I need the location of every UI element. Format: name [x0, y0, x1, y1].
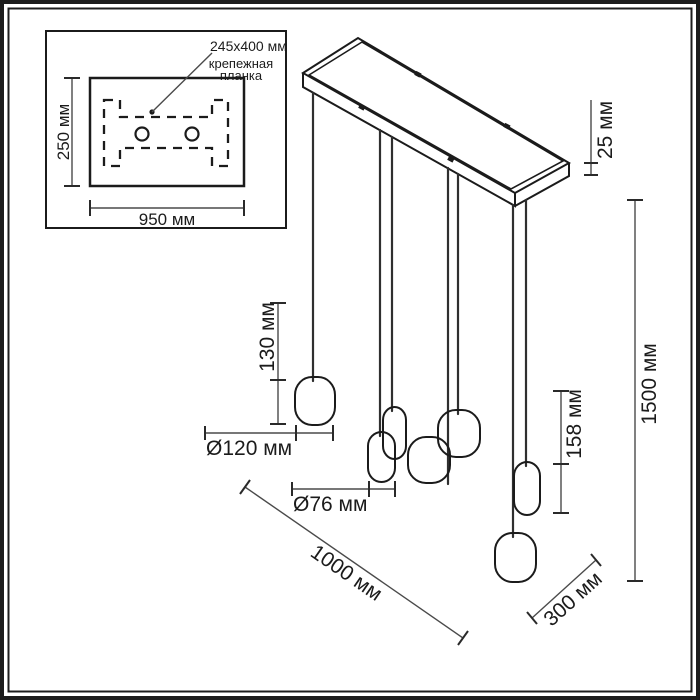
pendant-fixture-drawing [294, 36, 572, 583]
cord-gland-mark [503, 122, 511, 130]
dimension-1000-tick-end [457, 630, 469, 646]
dimension-annotations: 25 мм 130 мм Ø120 мм Ø76 мм [204, 100, 661, 646]
inset-border [45, 30, 287, 229]
dimension-300-tick-start [526, 611, 538, 625]
lamp-oval-5 [407, 436, 451, 484]
leader-line [151, 52, 213, 113]
dimension-1500: 1500 мм [627, 199, 661, 582]
dimension-300: 300 мм [526, 553, 607, 631]
dimension-1000-tick-start [239, 479, 251, 495]
pendant-cords [311, 91, 528, 539]
overall-height-label: 1500 мм [638, 343, 661, 424]
canopy-top-face-rim [307, 41, 565, 190]
mounting-plate-outline [102, 98, 230, 168]
cord-gland-mark [447, 155, 455, 163]
dimension-25: 25 мм [584, 100, 617, 176]
capsule-lamp-diameter-label: Ø76 мм [293, 493, 367, 516]
dimension-300-line [531, 559, 597, 619]
lamp-oval-4 [437, 409, 481, 458]
plate-name-label-line1: крепежная [209, 56, 273, 71]
canopy-top-face [301, 36, 572, 195]
plate-name-label-line2: планка [220, 68, 263, 83]
inset-depth-label: 250 мм [54, 104, 73, 160]
dimension-76: Ø76 мм [291, 481, 396, 516]
lamp-oval-1 [294, 376, 336, 426]
oval-lamp-diameter-label: Ø120 мм [206, 437, 292, 460]
dimension-130: 130 мм [256, 302, 286, 425]
lamp-capsule-3 [367, 431, 396, 483]
spec-inset: 245x400 мм крепежная планка 250 мм 950 м… [45, 30, 287, 229]
cord-gland-mark [358, 103, 366, 111]
dimension-158: 158 мм [553, 389, 586, 514]
page-inner-frame [7, 7, 693, 693]
capsule-lamp-height-label: 158 мм [563, 389, 586, 459]
lamp-oval-7 [494, 532, 537, 583]
dimension-120: Ø120 мм [204, 425, 334, 460]
dimension-250: 250 мм [54, 77, 80, 187]
mounting-hole-right [184, 126, 200, 142]
canopy-depth-label: 300 мм [539, 567, 606, 631]
dimension-300-tick-end [590, 553, 602, 567]
canopy-thickness-label: 25 мм [594, 101, 617, 159]
pendant-lamps [294, 376, 541, 583]
oval-lamp-height-label: 130 мм [256, 302, 279, 372]
inset-length-label: 950 мм [139, 210, 195, 229]
plate-size-label: 245x400 мм [210, 38, 287, 54]
mounting-hole-left [134, 126, 150, 142]
dimension-1000-line [244, 486, 464, 639]
lamp-capsule-6 [513, 461, 541, 516]
dimension-950: 950 мм [89, 200, 245, 229]
pendant-canopy [301, 36, 572, 208]
canopy-side-faces [302, 73, 570, 208]
cord-gland-mark [414, 70, 422, 78]
canopy-top-view [88, 76, 246, 188]
canopy-length-label: 1000 мм [306, 540, 386, 605]
